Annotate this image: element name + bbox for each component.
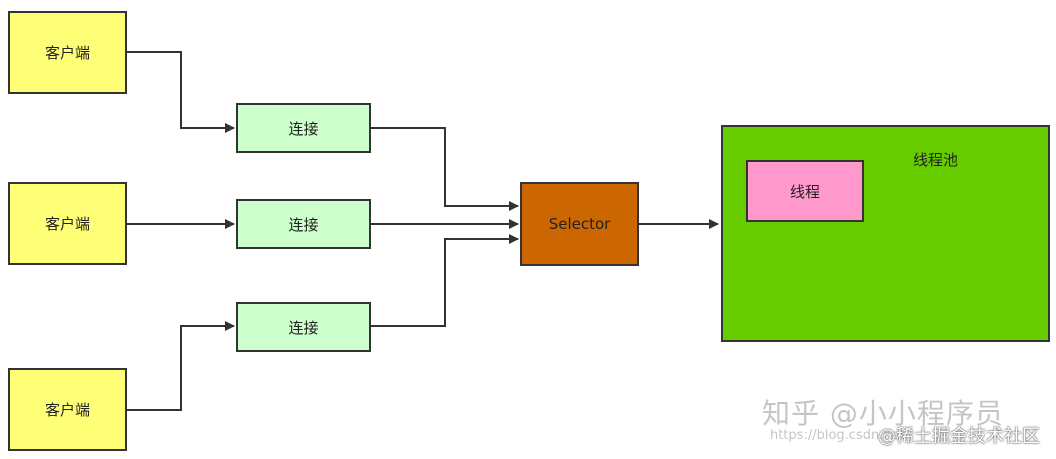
client-box-1: 客户端 — [8, 11, 127, 94]
arrow-conn3-to-selector — [371, 234, 519, 327]
selector-label: Selector — [548, 215, 611, 233]
connection-box-3: 连接 — [236, 302, 371, 352]
selector-box: Selector — [520, 182, 639, 266]
connection-label: 连接 — [288, 215, 319, 234]
url-watermark: https://blog.csdn.net — [770, 428, 905, 443]
connection-label: 连接 — [288, 119, 319, 138]
arrow-client1-to-conn1 — [126, 51, 235, 133]
client-box-2: 客户端 — [8, 182, 127, 265]
client-label: 客户端 — [44, 215, 90, 233]
arrow-conn1-to-selector — [371, 127, 519, 211]
thread-pool-box: 线程池 线程 — [721, 125, 1050, 342]
client-box-3: 客户端 — [8, 368, 127, 451]
connection-box-1: 连接 — [236, 103, 371, 153]
zhihu-watermark: 知乎 @小小程序员 — [762, 397, 1004, 430]
thread-box: 线程 — [746, 160, 864, 222]
thread-pool-label: 线程池 — [913, 151, 959, 169]
connection-box-2: 连接 — [236, 199, 371, 249]
juejin-watermark: @稀土掘金技术社区 — [878, 426, 1040, 447]
client-label: 客户端 — [44, 44, 90, 62]
thread-label: 线程 — [789, 182, 820, 201]
connection-label: 连接 — [288, 318, 319, 337]
client-label: 客户端 — [44, 401, 90, 419]
arrow-client3-to-conn3 — [126, 321, 235, 411]
